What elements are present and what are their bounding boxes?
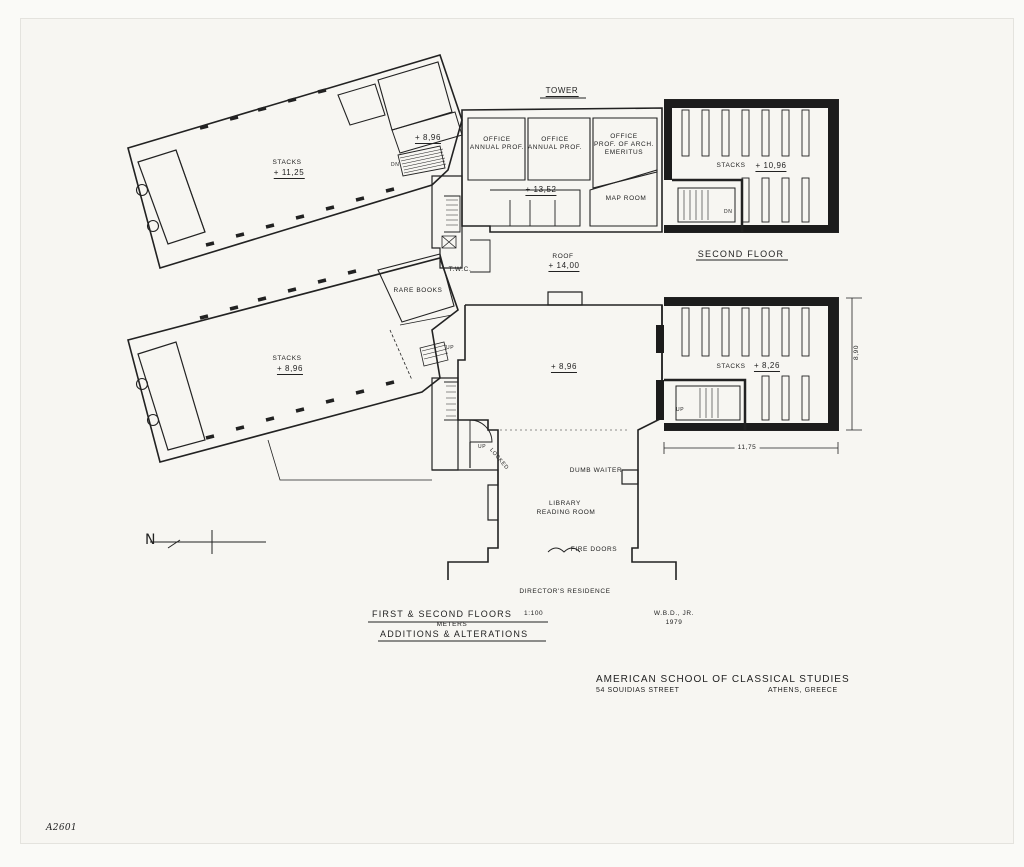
dn-label: DN xyxy=(724,209,733,215)
level-label: + 8,96 xyxy=(276,364,304,375)
dn-label: DN xyxy=(391,162,400,168)
annual-prof-label: ANNUAL PROF. xyxy=(527,144,583,151)
units-label: METERS xyxy=(436,621,468,628)
office-label: OFFICE xyxy=(610,133,638,140)
map-room-label: MAP ROOM xyxy=(605,195,647,202)
office-label: OFFICE xyxy=(541,136,569,143)
directors-residence-label: DIRECTOR'S RESIDENCE xyxy=(519,588,611,595)
upper-right-stacks xyxy=(664,99,839,233)
up-label: UP xyxy=(478,444,487,450)
level-label: + 8,26 xyxy=(753,361,781,372)
up-label: UP xyxy=(676,407,685,413)
level-label: + 10,96 xyxy=(755,161,787,172)
level-label: + 11,25 xyxy=(273,168,305,179)
office-label: OFFICE xyxy=(483,136,511,143)
sheet-id: A2601 xyxy=(46,823,77,833)
street-label: 54 SOUIDIAS STREET xyxy=(596,687,680,694)
north-arrow xyxy=(150,530,266,554)
twc-label: T.W.C. xyxy=(448,266,472,273)
level-label: + 13,52 xyxy=(525,185,557,196)
reading-room-label: READING ROOM xyxy=(536,509,596,516)
scale-label: 1:100 xyxy=(524,610,544,617)
roof-label: ROOF xyxy=(552,253,574,260)
fire-doors-label: FIRE DOORS xyxy=(570,546,618,553)
tower-label: TOWER xyxy=(545,86,579,97)
upper-office-block xyxy=(431,107,663,273)
upper-left-stack-wing xyxy=(127,54,463,270)
lower-right-stacks xyxy=(656,297,839,431)
library-label: LIBRARY xyxy=(549,500,581,507)
dimension-label: 11,75 xyxy=(734,444,760,452)
prof-arch-label: PROF. OF ARCH. xyxy=(593,141,655,148)
level-label: + 8,96 xyxy=(414,133,442,144)
year-label: 1979 xyxy=(665,619,683,626)
stacks-label: STACKS xyxy=(272,159,302,166)
dumb-waiter-label: DUMB WAITER xyxy=(569,467,623,474)
lower-left-stack-wing xyxy=(127,253,459,481)
title-underlines xyxy=(368,97,788,642)
stacks-label: STACKS xyxy=(716,363,746,370)
up-label: UP xyxy=(446,345,455,351)
dimension-lines xyxy=(663,297,862,454)
level-label: + 14,00 xyxy=(548,261,580,272)
drawing-paper xyxy=(20,18,1014,844)
author-label: W.B.D., JR. xyxy=(653,610,695,617)
emeritus-label: EMERITUS xyxy=(604,149,644,156)
institution-label: AMERICAN SCHOOL OF CLASSICAL STUDIES xyxy=(596,674,850,685)
rare-books-label: RARE BOOKS xyxy=(393,287,443,294)
city-label: ATHENS, GREECE xyxy=(768,687,838,694)
floors-title: FIRST & SECOND FLOORS xyxy=(372,609,513,619)
second-floor-label: SECOND FLOOR xyxy=(697,249,785,259)
level-label: + 8,96 xyxy=(550,362,578,373)
annual-prof-label: ANNUAL PROF. xyxy=(469,144,525,151)
dimension-label: 8,90 xyxy=(853,344,860,360)
subtitle-label: ADDITIONS & ALTERATIONS xyxy=(380,629,529,639)
stacks-label: STACKS xyxy=(272,355,302,362)
north-letter: N xyxy=(145,532,157,548)
stacks-label: STACKS xyxy=(716,162,746,169)
library-reading-room xyxy=(431,291,677,580)
